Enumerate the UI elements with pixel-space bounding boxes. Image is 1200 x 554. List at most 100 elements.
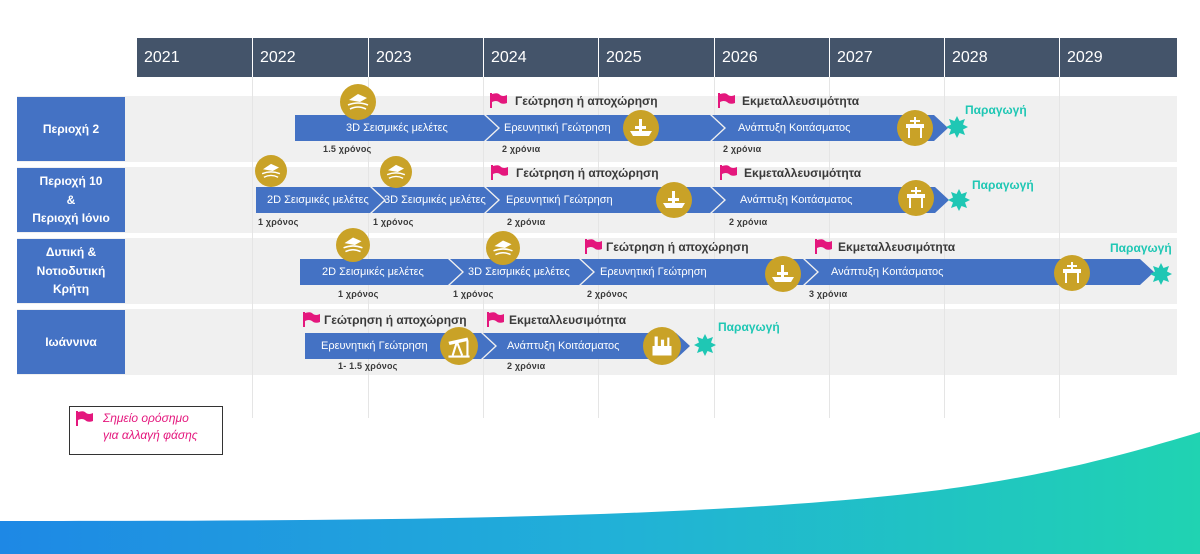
phase-duration: 1- 1.5 χρόνος	[338, 361, 398, 371]
seismic-survey-icon	[255, 155, 287, 187]
seismic-survey-icon	[486, 231, 520, 265]
production-label: Παραγωγή	[972, 178, 1034, 192]
oil-pump-icon	[440, 327, 478, 365]
phase-duration: 1 χρόνος	[258, 217, 299, 227]
phase-duration: 2 χρόνος	[587, 289, 628, 299]
phase-label: Ανάπτυξη Κοιτάσματος	[831, 266, 944, 278]
milestone-label: Γεώτρηση ή αποχώρηση	[515, 94, 658, 108]
year-label: 2025	[606, 49, 642, 66]
grid-line	[714, 77, 715, 418]
flag-icon	[815, 239, 832, 254]
phase-label: 3D Σεισμικές μελέτες	[346, 122, 448, 134]
phase-arrow	[486, 115, 724, 141]
region-name: Περιοχή Ιόνιο	[32, 211, 110, 226]
phase-duration: 1 χρόνος	[338, 289, 379, 299]
region-name: Περιοχή 10	[39, 174, 103, 189]
region-name: Νοτιοδυτική	[36, 263, 106, 278]
phase-label: Ερευνητική Γεώτρηση	[321, 340, 428, 352]
flag-icon	[490, 93, 507, 108]
legend-line: Σημείο ορόσημο	[103, 411, 189, 425]
region-label: Δυτική & Νοτιοδυτική Κρήτη	[17, 239, 125, 303]
region-label: Περιοχή 2	[17, 97, 125, 161]
phase-arrow	[450, 259, 593, 285]
phase-label: Ανάπτυξη Κοιτάσματος	[507, 340, 620, 352]
grid-line	[483, 77, 484, 418]
flag-icon	[303, 312, 320, 327]
grid-line	[1059, 77, 1060, 418]
legend-line: για αλλαγή φάσης	[103, 428, 198, 442]
milestone-label: Εκμεταλλευσιμότητα	[742, 94, 860, 108]
phase-duration: 2 χρόνια	[507, 217, 546, 227]
phase-label: Ανάπτυξη Κοιτάσματος	[738, 122, 851, 134]
legend	[69, 406, 223, 455]
year-label: 2024	[491, 49, 527, 66]
seismic-survey-icon	[336, 228, 370, 262]
phase-label: 3D Σεισμικές μελέτες	[384, 194, 486, 206]
phase-duration: 1 χρόνος	[373, 217, 414, 227]
phase-arrow	[295, 115, 498, 141]
region-name: Δυτική &	[45, 245, 97, 260]
offshore-platform-icon	[898, 180, 934, 216]
year-divider	[252, 38, 253, 77]
production-label: Παραγωγή	[1110, 241, 1172, 255]
phase-label: Ερευνητική Γεώτρηση	[506, 194, 613, 206]
milestone-label: Εκμεταλλευσιμότητα	[744, 166, 862, 180]
flag-icon	[76, 411, 93, 426]
seismic-survey-icon	[380, 156, 412, 188]
production-star-icon	[694, 334, 716, 356]
milestone-label: Εκμεταλλευσιμότητα	[509, 313, 627, 327]
seismic-survey-icon	[340, 84, 376, 120]
flag-icon	[491, 165, 508, 180]
decorative-wave	[0, 432, 1200, 554]
milestone-label: Εκμεταλλευσιμότητα	[838, 240, 956, 254]
phase-duration: 3 χρόνια	[809, 289, 848, 299]
year-label: 2023	[376, 49, 412, 66]
phase-label: 2D Σεισμικές μελέτες	[322, 266, 424, 278]
timeline-header: 2021 2022 2023 2024 2025 2026 2027 2028 …	[137, 38, 1177, 77]
phase-arrow	[805, 259, 1154, 285]
year-label: 2028	[952, 49, 988, 66]
year-label: 2027	[837, 49, 873, 66]
phase-duration: 2 χρόνια	[723, 144, 762, 154]
milestone-label: Γεώτρηση ή αποχώρηση	[516, 166, 659, 180]
production-star-icon	[948, 189, 970, 211]
region-name: Ιωάννινα	[45, 334, 97, 349]
region-name: Περιοχή 2	[42, 121, 100, 136]
year-label: 2022	[260, 49, 296, 66]
region-label: Ιωάννινα	[17, 310, 125, 374]
phase-arrow	[300, 259, 462, 285]
year-label: 2029	[1067, 49, 1103, 66]
year-label: 2026	[722, 49, 758, 66]
phase-label: 2D Σεισμικές μελέτες	[267, 194, 369, 206]
year-divider	[368, 38, 369, 77]
drilling-ship-icon	[656, 182, 692, 218]
refinery-icon	[643, 327, 681, 365]
phase-label: Ερευνητική Γεώτρηση	[600, 266, 707, 278]
phase-duration: 1.5 χρόνος	[323, 144, 372, 154]
phase-duration: 1 χρόνος	[453, 289, 494, 299]
phase-arrow	[372, 187, 498, 213]
production-label: Παραγωγή	[718, 320, 780, 334]
offshore-platform-icon	[1054, 255, 1090, 291]
legend-text: Σημείο ορόσημο για αλλαγή φάσης	[103, 410, 198, 444]
milestone-label: Γεώτρηση ή αποχώρηση	[324, 313, 467, 327]
flag-icon	[720, 165, 737, 180]
year-divider	[829, 38, 830, 77]
year-divider	[944, 38, 945, 77]
production-star-icon	[946, 116, 968, 138]
offshore-platform-icon	[897, 110, 933, 146]
phase-label: Ερευνητική Γεώτρηση	[504, 122, 611, 134]
year-divider	[1059, 38, 1060, 77]
region-name: Κρήτη	[52, 282, 90, 297]
year-divider	[714, 38, 715, 77]
flag-icon	[585, 239, 602, 254]
phase-label: Ανάπτυξη Κοιτάσματος	[740, 194, 853, 206]
phase-duration: 2 χρόνια	[507, 361, 546, 371]
milestone-label: Γεώτρηση ή αποχώρηση	[606, 240, 749, 254]
grid-line	[252, 77, 253, 418]
production-label: Παραγωγή	[965, 103, 1027, 117]
year-label: 2021	[144, 49, 180, 66]
year-divider	[598, 38, 599, 77]
flag-icon	[718, 93, 735, 108]
phase-duration: 2 χρόνια	[502, 144, 541, 154]
